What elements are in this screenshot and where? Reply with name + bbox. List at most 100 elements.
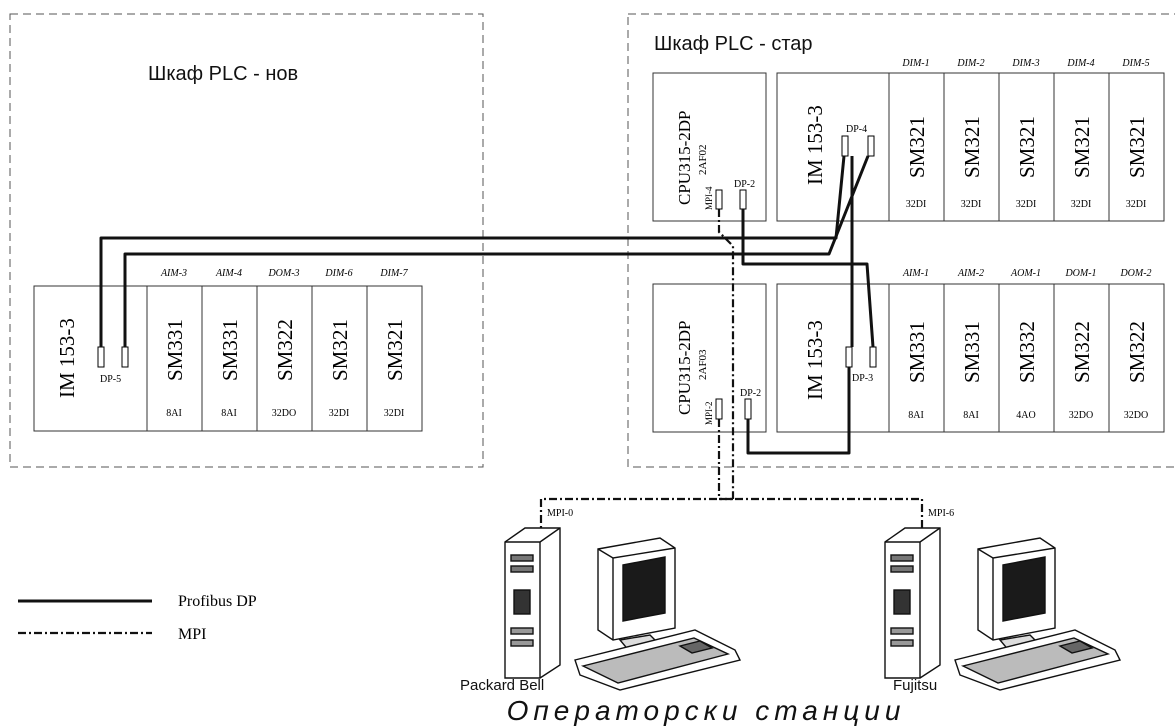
bottom-dp3-port-a [845,346,853,368]
new-module-4-tag: DIM-6 [324,268,352,279]
left-station-name: Packard Bell [460,677,544,694]
bottom-module-2-name: SM331 [960,321,984,383]
new-dp5-label: DP-5 [100,374,121,385]
top-module-5-name: SM321 [1125,116,1149,178]
bottom-module-1-tag: AIM-1 [902,268,929,279]
new-im-box [33,285,148,432]
top-module-1-tag: DIM-1 [901,58,929,69]
new-module-2 [201,285,258,432]
new-module-3 [256,285,313,432]
top-module-4 [1053,72,1110,222]
new-module-3-name: SM322 [273,319,297,381]
bottom-cpu-dp-port [744,398,752,420]
legend-profibus-label: Profibus DP [178,593,257,610]
top-cpu-box [652,72,767,222]
new-module-5-desc: 32DI [384,408,405,419]
old-cabinet-frame [627,13,1175,468]
top-module-5 [1108,72,1165,222]
new-module-4-desc: 32DI [329,408,350,419]
right-workstation-icon [884,527,1122,691]
new-cabinet-frame [9,13,484,468]
new-module-1-desc: 8AI [166,408,182,419]
top-module-2 [943,72,1000,222]
profibus-cable-new-a [99,155,846,347]
bottom-cpu-name: CPU315-2DP [675,321,694,415]
bottom-module-5-desc: 32DO [1124,410,1148,421]
bottom-module-2-tag: AIM-2 [957,268,984,279]
new-module-5 [366,285,423,432]
bottom-module-1-desc: 8AI [908,410,924,421]
top-module-4-name: SM321 [1070,116,1094,178]
new-module-2-name: SM331 [218,319,242,381]
new-module-2-tag: AIM-4 [215,268,242,279]
left-workstation-icon [504,527,742,691]
mpi-cable-right [719,497,924,528]
profibus-cable-dp2-bottom [746,367,851,455]
bottom-module-3-desc: 4AO [1016,410,1035,421]
new-module-3-desc: 32DO [272,408,296,419]
new-module-3-tag: DOM-3 [267,268,299,279]
bottom-module-5-tag: DOM-2 [1119,268,1151,279]
new-im-name: IM 153-3 [55,318,79,398]
top-cpu-name: CPU315-2DP [675,111,694,205]
top-mpi4-label: MPI-4 [704,186,714,210]
new-module-1-tag: AIM-3 [160,268,187,279]
bottom-module-3 [998,283,1055,433]
top-module-3 [998,72,1055,222]
top-module-3-name: SM321 [1015,116,1039,178]
top-dp4-port-b [867,135,875,157]
bottom-module-4-name: SM322 [1070,321,1094,383]
top-module-1-desc: 32DI [906,199,927,210]
new-module-1-name: SM331 [163,319,187,381]
new-module-4 [311,285,368,432]
mpi-cable-cpu1 [717,209,735,499]
new-module-4-name: SM321 [328,319,352,381]
mpi-cables [539,209,924,528]
bottom-module-1 [888,283,945,433]
profibus-cables [99,155,875,455]
bottom-module-3-name: SM332 [1015,321,1039,383]
new-module-5-name: SM321 [383,319,407,381]
top-module-2-desc: 32DI [961,199,982,210]
bottom-module-4-tag: DOM-1 [1064,268,1096,279]
new-dp5-port-b [121,346,129,368]
bottom-module-4 [1053,283,1110,433]
right-station-name: Fujitsu [893,677,937,694]
bottom-mpi2-label: MPI-2 [704,401,714,425]
profibus-cable-new-b [123,155,870,347]
top-module-5-tag: DIM-5 [1121,58,1149,69]
legend: Profibus DP MPI [18,593,257,643]
new-cabinet-label: Шкаф PLC - нов [148,63,298,85]
bottom-mpi2-port [715,398,723,420]
top-module-5-desc: 32DI [1126,199,1147,210]
bottom-module-2-desc: 8AI [963,410,979,421]
top-module-1 [888,72,945,222]
top-module-2-name: SM321 [960,116,984,178]
new-rack: IM 153-3 DP-5 AIM-3 AIM-4 DOM-3 DIM-6 DI… [33,268,423,432]
right-station-mpi: MPI-6 [928,508,954,519]
bottom-cpu-code: 2AF03 [697,349,709,380]
top-dp4-port-a [841,135,849,157]
top-module-3-desc: 32DI [1016,199,1037,210]
bottom-module-5 [1108,283,1165,433]
new-dp5-port-a [97,346,105,368]
new-module-1 [146,285,203,432]
top-cpu-dp-port [739,189,747,210]
old-bottom-rack: CPU315-2DP 2AF03 MPI-2 DP-2 IM 153-3 DP-… [652,268,1165,433]
top-im-name: IM 153-3 [803,105,827,185]
bottom-im-name: IM 153-3 [803,320,827,400]
bottom-module-5-name: SM322 [1125,321,1149,383]
bottom-module-2 [943,283,1000,433]
old-top-rack: CPU315-2DP 2AF02 MPI-4 DP-2 IM 153-3 DP-… [652,58,1165,222]
new-module-5-tag: DIM-7 [379,268,408,279]
top-module-1-name: SM321 [905,116,929,178]
mpi-cable-left [539,497,733,528]
bottom-dp3-label: DP-3 [852,373,873,384]
bottom-module-3-tag: AOM-1 [1010,268,1041,279]
bottom-module-1-name: SM331 [905,321,929,383]
top-dp4-label: DP-4 [846,124,867,135]
bottom-cpu-dp-label: DP-2 [740,388,761,399]
top-module-3-tag: DIM-3 [1011,58,1039,69]
profibus-cable-dp2-top [741,209,875,348]
